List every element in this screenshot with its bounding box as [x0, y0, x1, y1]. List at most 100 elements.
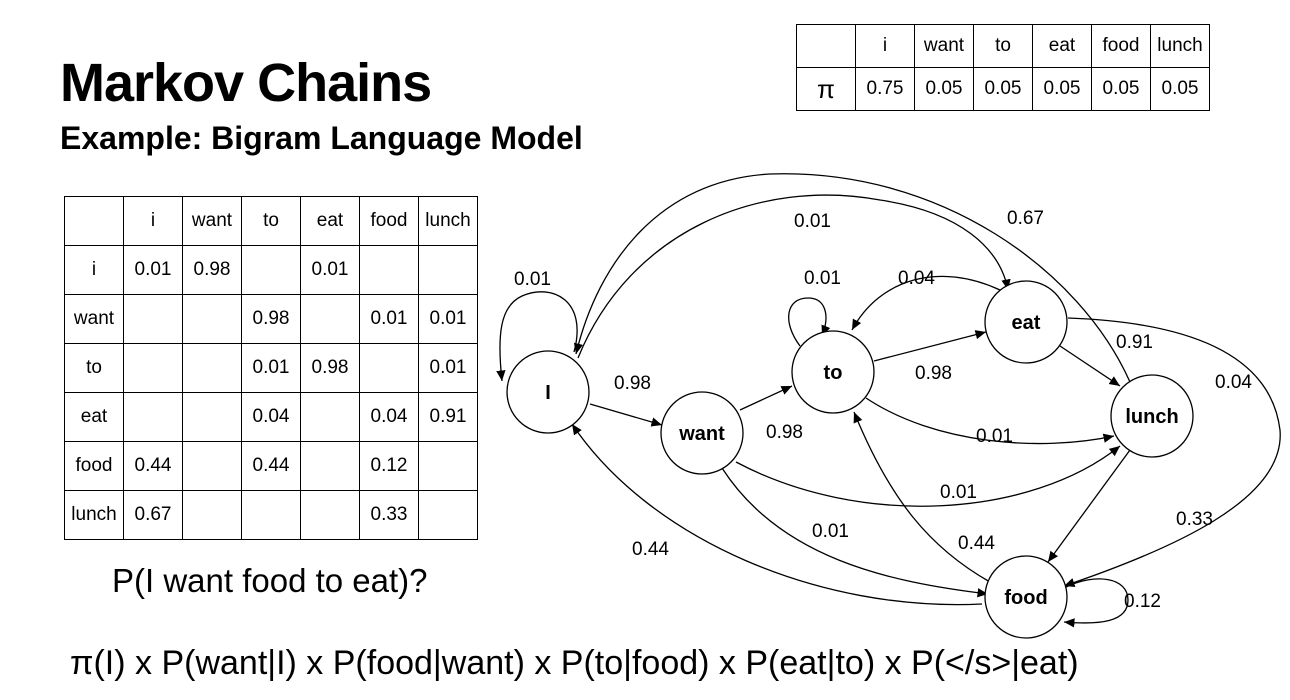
transition-cell — [418, 441, 478, 491]
edge-label-food-food: 0.12 — [1124, 591, 1161, 612]
edge-label-eat-food: 0.04 — [1215, 372, 1252, 393]
edge-want-to — [739, 385, 793, 411]
node-to-circle — [791, 330, 875, 414]
transition-row: want 0.98 0.01 0.01 — [64, 294, 478, 344]
transition-row: i 0.01 0.98 0.01 — [64, 245, 478, 295]
transition-row: to 0.01 0.98 0.01 — [64, 343, 478, 393]
edge-to-eat — [873, 330, 987, 362]
edge-label-i-i: 0.01 — [514, 269, 551, 290]
pi-header-row: i want to eat food lunch — [796, 24, 1210, 68]
transition-cell: 0.33 — [359, 490, 419, 540]
node-eat-label: eat — [1012, 312, 1041, 334]
pi-value-cell: 0.05 — [973, 67, 1033, 111]
node-want-circle — [660, 391, 744, 475]
edge-label-to-lunch: 0.01 — [976, 426, 1013, 447]
edge-label-want-lunch: 0.01 — [940, 482, 977, 503]
edge-label-lunch-i: 0.67 — [1007, 208, 1044, 229]
transition-cell — [300, 490, 360, 540]
edge-label-want-food: 0.01 — [812, 521, 849, 542]
pi-value-cell: 0.75 — [855, 67, 915, 111]
transition-row-label: want — [64, 294, 124, 344]
edge-label-food-to: 0.44 — [958, 533, 995, 554]
edge-food-i — [571, 423, 983, 606]
node-eat: eat — [984, 280, 1068, 364]
transition-cell: 0.67 — [123, 490, 183, 540]
node-i-circle — [506, 350, 590, 434]
edge-label-want-to: 0.98 — [766, 422, 803, 443]
node-i: I — [506, 350, 590, 434]
transition-cell — [418, 245, 478, 295]
transition-col-header: food — [359, 196, 419, 246]
transition-cell — [182, 441, 242, 491]
transition-cell: 0.98 — [300, 343, 360, 393]
transition-cell — [300, 441, 360, 491]
page-title: Markov Chains — [60, 53, 432, 113]
transition-row-label: eat — [64, 392, 124, 442]
transition-cell: 0.04 — [359, 392, 419, 442]
edge-label-i-eat: 0.01 — [794, 211, 831, 232]
transition-cell: 0.98 — [182, 245, 242, 295]
edge-label-eat-to: 0.04 — [898, 268, 935, 289]
pi-col-header: eat — [1032, 24, 1092, 68]
transition-cell: 0.01 — [241, 343, 301, 393]
node-want: want — [660, 391, 744, 475]
transition-row-label: lunch — [64, 490, 124, 540]
transition-cell: 0.12 — [359, 441, 419, 491]
edge-label-lunch-food: 0.33 — [1176, 509, 1213, 530]
edge-label-i-want: 0.98 — [614, 373, 651, 394]
pi-col-header: lunch — [1150, 24, 1210, 68]
pi-value-row: π 0.75 0.05 0.05 0.05 0.05 0.05 — [796, 67, 1210, 111]
transition-table: i want to eat food lunch i 0.01 0.98 0.0… — [64, 196, 478, 540]
edge-label-food-i: 0.44 — [632, 539, 669, 560]
transition-cell: 0.98 — [241, 294, 301, 344]
node-lunch-label: lunch — [1125, 406, 1178, 428]
pi-value-cell: 0.05 — [1091, 67, 1151, 111]
node-food-label: food — [1004, 587, 1047, 609]
node-food: food — [984, 555, 1068, 639]
formula-text: π(I) x P(want|I) x P(food|want) x P(to|f… — [70, 644, 1079, 682]
edge-lunch-food — [1047, 449, 1131, 563]
edge-lunch-i — [573, 173, 1131, 383]
transition-cell: 0.01 — [418, 294, 478, 344]
edge-want-lunch — [735, 445, 1121, 507]
transition-col-header: want — [182, 196, 242, 246]
pi-value-cell: 0.05 — [1032, 67, 1092, 111]
node-lunch: lunch — [1110, 374, 1194, 458]
edge-want-food — [721, 467, 989, 598]
node-to-label: to — [824, 362, 843, 384]
edge-to-lunch — [865, 397, 1115, 445]
pi-row-label: π — [796, 67, 856, 111]
node-want-label: want — [678, 423, 725, 445]
transition-header-row: i want to eat food lunch — [64, 196, 478, 246]
transition-cell: 0.01 — [418, 343, 478, 393]
edge-label-to-eat: 0.98 — [915, 363, 952, 384]
node-lunch-circle — [1110, 374, 1194, 458]
pi-value-cell: 0.05 — [1150, 67, 1210, 111]
edge-food-food — [1063, 578, 1129, 628]
transition-row: food 0.44 0.44 0.12 — [64, 441, 478, 491]
transition-row: lunch 0.67 0.33 — [64, 490, 478, 540]
transition-cell: 0.91 — [418, 392, 478, 442]
pi-corner-cell — [796, 24, 856, 68]
transition-cell — [418, 490, 478, 540]
edge-i-i — [496, 291, 578, 382]
node-eat-circle — [984, 280, 1068, 364]
page-subtitle: Example: Bigram Language Model — [60, 120, 583, 156]
initial-distribution-table: i want to eat food lunch π 0.75 0.05 0.0… — [796, 24, 1210, 111]
transition-cell — [241, 490, 301, 540]
edge-eat-food — [1063, 317, 1281, 588]
edge-to-to — [788, 297, 831, 347]
edge-eat-to — [851, 275, 1001, 331]
edge-label-eat-lunch: 0.91 — [1116, 332, 1153, 353]
edge-food-to — [853, 411, 991, 583]
edge-i-eat — [577, 194, 1011, 359]
edge-label-to-to: 0.01 — [804, 268, 841, 289]
node-to: to — [791, 330, 875, 414]
question-text: P(I want food to eat)? — [112, 562, 428, 599]
edge-i-want — [589, 403, 663, 427]
transition-col-header: lunch — [418, 196, 478, 246]
pi-col-header: want — [914, 24, 974, 68]
edge-eat-lunch — [1059, 345, 1121, 387]
pi-value-cell: 0.05 — [914, 67, 974, 111]
